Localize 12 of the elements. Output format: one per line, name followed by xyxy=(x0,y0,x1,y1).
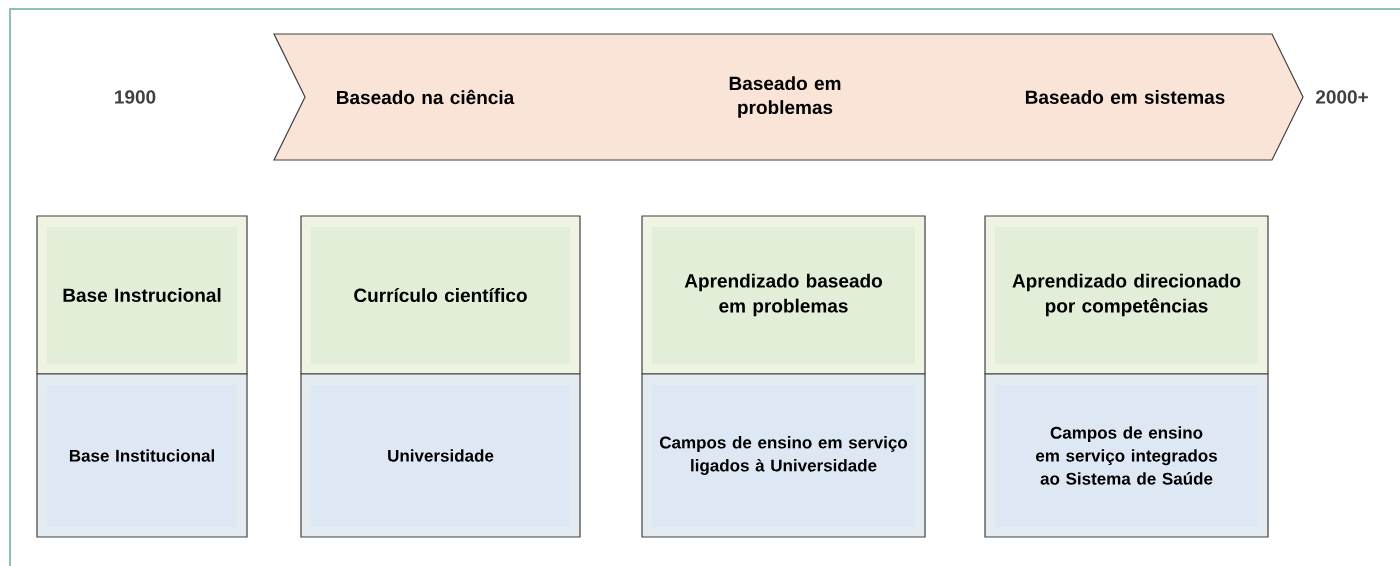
banner-heading: Baseado na ciência xyxy=(337,89,515,105)
setting-box: Campos de ensino em serviço ligados à Universidade xyxy=(641,373,926,538)
banner-heading: Baseado em sistemas xyxy=(1025,90,1225,104)
year-label: 1900 xyxy=(115,90,156,104)
stage-box: Base Instrucional xyxy=(36,215,248,375)
stage-box: Currículo científico xyxy=(300,215,581,375)
setting-box: Campos de ensino em serviço integrados ao Sistema de Saúde xyxy=(984,373,1269,538)
stage-box: Aprendizado direcionado por competências xyxy=(984,215,1269,375)
setting-box: Base Institucional xyxy=(36,373,248,538)
banner-heading: Baseado em problemas xyxy=(729,76,841,118)
setting-box: Universidade xyxy=(300,373,581,538)
stage-box: Aprendizado baseado em problemas xyxy=(641,215,926,375)
